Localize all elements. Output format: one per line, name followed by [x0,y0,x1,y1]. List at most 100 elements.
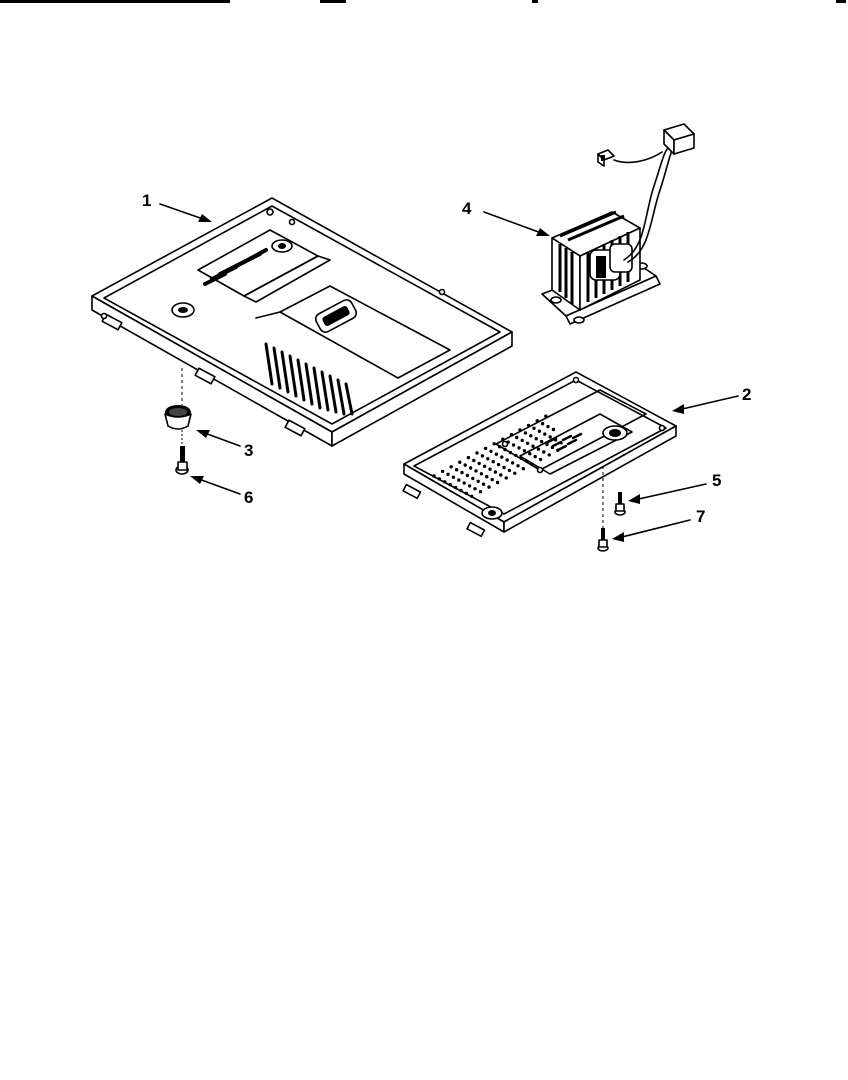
perforation-hole [525,441,530,445]
perforation-hole [515,435,519,440]
perforation-hole [488,467,492,471]
perforation-hole [517,446,521,450]
callout-4: 4 [462,199,472,218]
perforation-hole [457,478,461,482]
base-plate-large [91,197,513,447]
perforation-hole [480,454,485,458]
transformer [541,123,695,325]
perforation-hole [511,443,516,447]
perforation-hole [491,460,495,464]
perforation-hole [478,490,483,494]
perforation-hole [521,467,526,471]
screw-6 [175,430,189,475]
perforation-hole [470,494,474,498]
perforation-hole [472,458,476,463]
perforation-hole [460,470,464,475]
perforation-hole [544,414,548,418]
perforation-hole [533,454,537,459]
perforation-hole [492,442,496,446]
perforation-hole [504,476,508,480]
perforation-hole [508,450,513,455]
perforation-hole [482,464,487,468]
callout-6: 6 [244,488,253,507]
perforation-hole [532,426,536,430]
perforation-hole [518,428,522,432]
perforation-hole [459,488,463,493]
perforation-hole [462,481,466,485]
perforation-hole [538,457,543,462]
perforation-hole [481,482,486,486]
perforation-hole [465,473,470,478]
perforation-hole [473,487,477,491]
perforation-hole [476,479,480,483]
callout-1: 1 [142,191,151,210]
perforation-hole [500,455,504,459]
screw-7 [597,466,609,552]
perforation-hole [466,455,471,460]
callout-labels: 1 4 2 3 6 5 7 [142,191,751,526]
perforation-hole [463,463,467,467]
perforation-hole [458,460,462,464]
perforation-hole [487,485,491,489]
perforation-hole [479,472,484,476]
base-plate-small [402,371,677,538]
perforation-hole [486,457,490,461]
perforation-hole [503,447,507,452]
screw-5 [614,492,626,516]
perforation-hole [502,465,506,470]
callout-3: 3 [244,441,253,460]
perforation-hole [537,429,542,433]
perforation-hole [513,471,517,475]
perforation-hole [499,473,503,477]
perforation-hole [536,447,541,451]
perforation-hole [524,459,529,463]
perforation-hole [440,469,445,474]
perforation-hole [477,461,481,466]
perforation-hole [528,452,532,456]
perforation-hole [519,456,523,460]
perforation-hole [546,424,550,429]
perforation-hole [496,462,501,467]
perforation-hole [475,451,479,455]
perforation-hole [437,477,442,481]
leader-arrows [159,203,739,542]
perforation-hole [501,437,505,441]
perforation-hole [494,452,499,456]
perforation-hole [539,439,544,444]
perforation-hole [548,435,552,439]
perforation-hole [514,453,518,458]
perforation-hole [507,468,512,473]
perforation-hole [467,484,472,488]
perforation-hole [432,474,436,478]
perforation-hole [454,468,459,472]
perforation-hole [446,472,450,476]
perforation-hole [483,446,488,451]
perforation-hole [443,480,447,484]
perforation-hole [551,427,556,432]
perforation-hole [490,477,494,482]
perforation-hole [529,434,533,438]
callout-5: 5 [712,471,721,490]
perforation-hole [464,491,469,496]
perforation-hole [505,458,509,462]
perforation-hole [510,461,515,465]
perforation-hole [489,449,493,453]
perforation-hole [495,480,500,485]
perforation-hole [485,475,489,479]
callout-7: 7 [696,507,705,526]
perforation-hole [540,422,545,426]
perforation-hole [530,462,534,466]
perforation-hole [545,442,549,447]
perforation-hole [523,431,528,435]
perforation-hole [468,466,473,470]
perforation-hole [526,423,531,428]
perforation-hole [534,437,538,441]
perforation-hole [542,450,546,454]
perforation-hole [497,445,502,449]
perforation-grid [432,414,563,498]
perforation-hole [547,453,551,457]
perforation-hole [493,470,498,474]
perforation-hole [509,432,514,437]
perforation-hole [516,464,520,468]
